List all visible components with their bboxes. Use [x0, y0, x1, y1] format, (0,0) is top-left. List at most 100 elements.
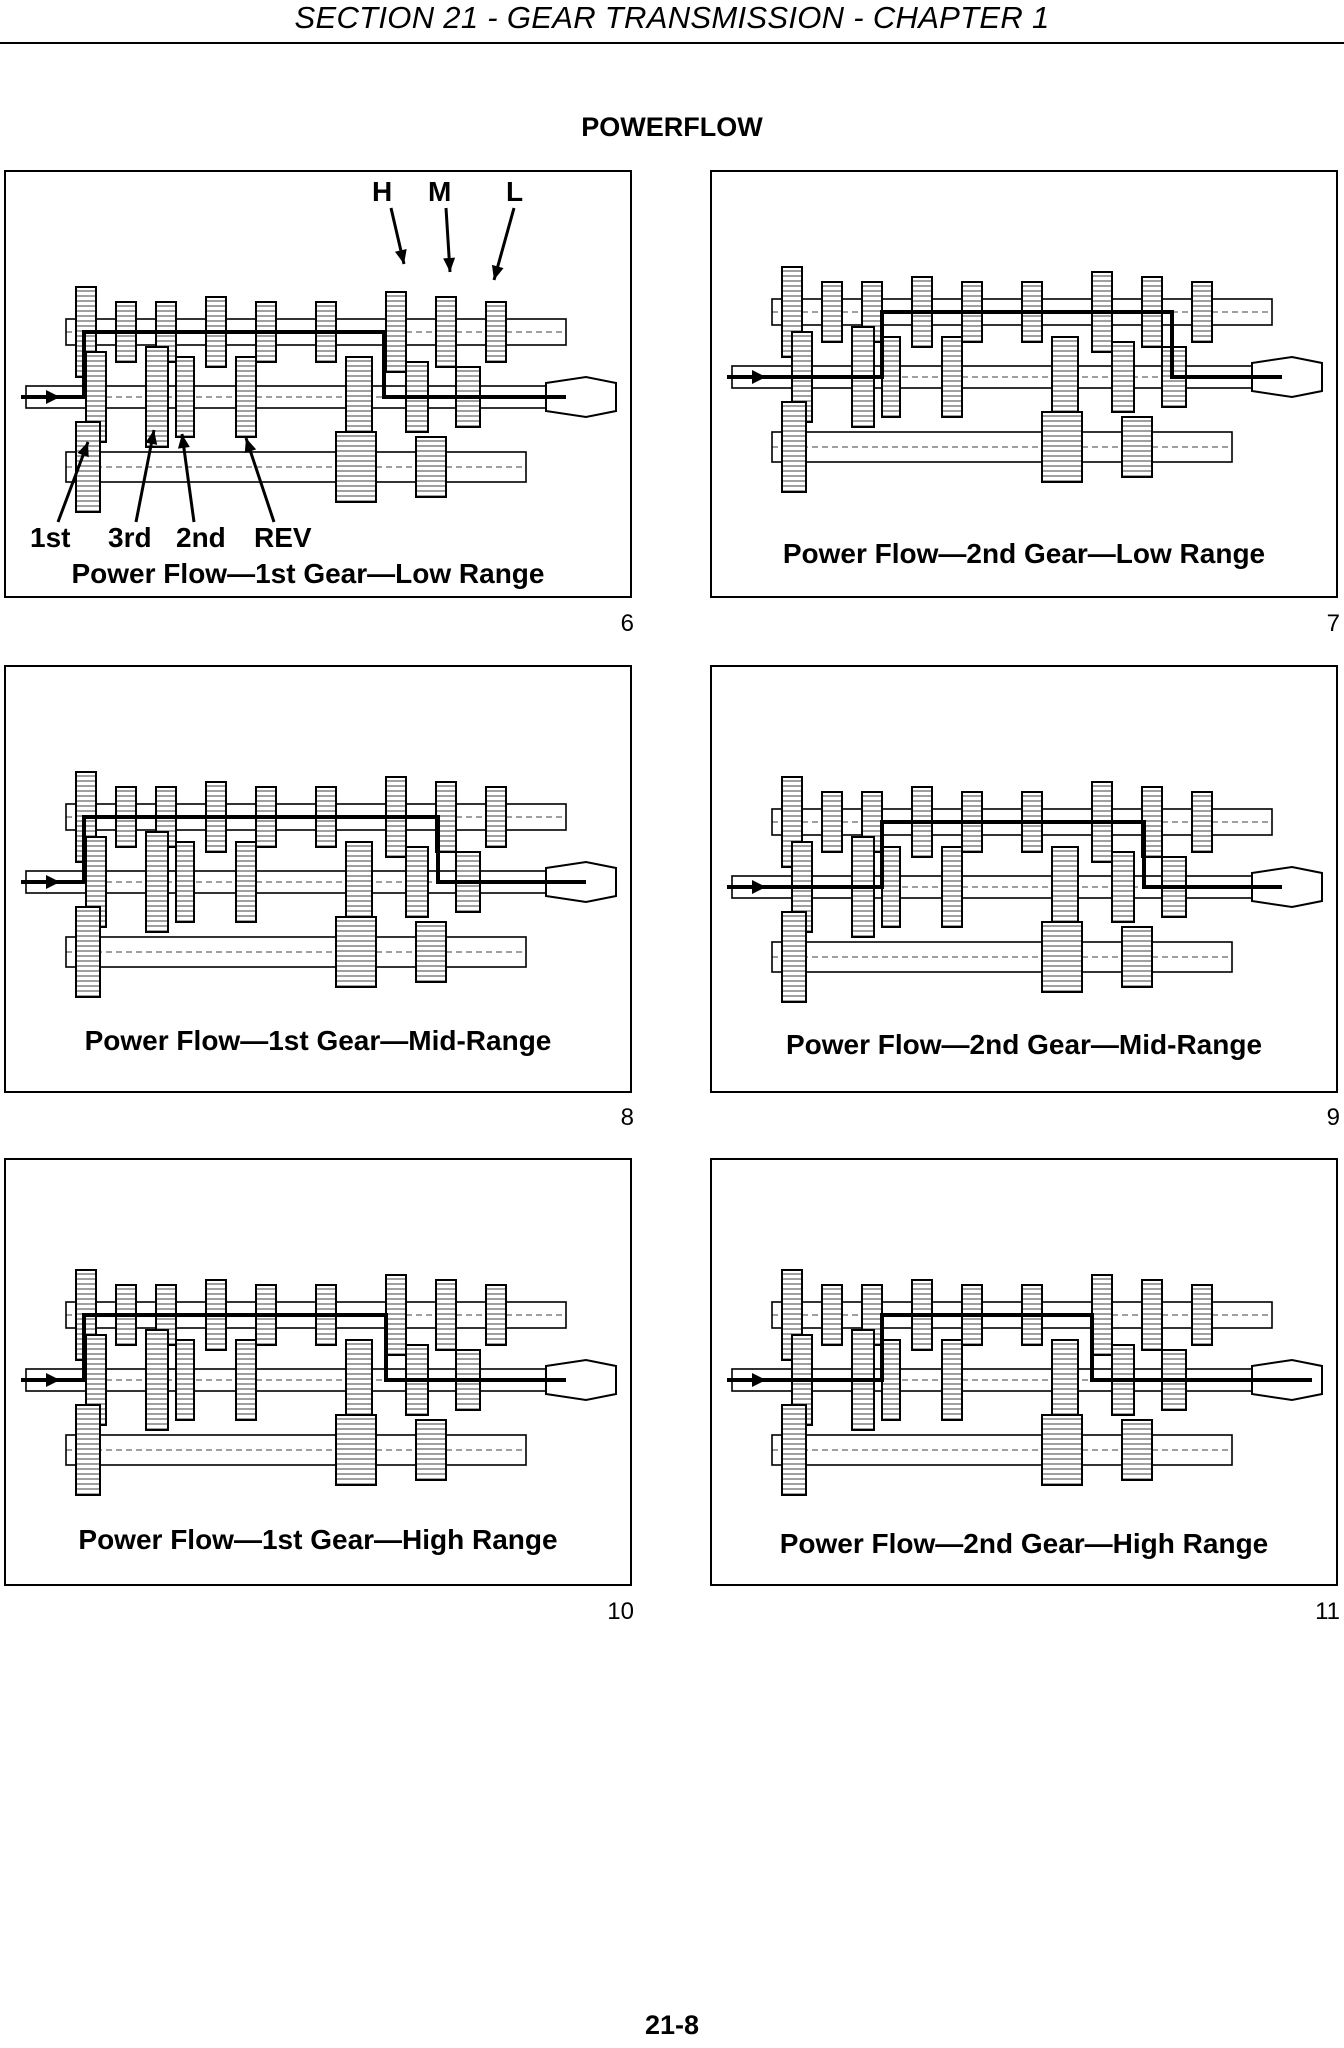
gear: [145, 1329, 169, 1431]
gear: [781, 1404, 807, 1496]
callout-2nd: 2nd: [176, 522, 226, 553]
gear: [75, 906, 101, 998]
gear: [1121, 416, 1153, 478]
gear: [335, 1414, 377, 1486]
callout-1st: 1st: [30, 522, 71, 553]
gear: [235, 1339, 257, 1421]
gear: [145, 831, 169, 933]
gear: [385, 1274, 407, 1356]
gear: [881, 846, 901, 928]
gear: [335, 431, 377, 503]
callout-3rd: 3rd: [108, 522, 152, 553]
gear: [1141, 1279, 1163, 1351]
figure-6-drawing: [21, 207, 617, 523]
figure-caption: Power Flow—2nd Gear—Low Range: [782, 538, 1266, 569]
figure-7: Power Flow—2nd Gear—Low Range: [710, 170, 1338, 598]
gear: [345, 356, 373, 438]
gear: [485, 301, 507, 363]
figure-number: 7: [1326, 610, 1340, 637]
figure-caption: Power Flow—1st Gear—Mid-Range: [84, 1025, 552, 1056]
flow-arrow: [46, 1373, 60, 1387]
gear: [1121, 1419, 1153, 1481]
flow-arrow: [46, 875, 60, 889]
figure-number: 11: [1315, 1598, 1340, 1625]
header-title: SECTION 21 - GEAR TRANSMISSION - CHAPTER…: [294, 0, 1050, 35]
gear: [235, 841, 257, 923]
figure-7-drawing: [727, 266, 1323, 493]
callout-rev: REV: [254, 522, 312, 553]
output-coupling: [545, 375, 617, 419]
gear: [345, 1339, 373, 1421]
figure-9: Power Flow—2nd Gear—Mid-Range: [710, 665, 1338, 1093]
gear: [881, 336, 901, 418]
figure-11: Power Flow—2nd Gear—High Range: [710, 1158, 1338, 1586]
callout-arrowhead: [77, 442, 89, 458]
gear: [1041, 411, 1083, 483]
figure-6: H M L 1st 3rd 2nd REV Power Flow—1st Gea…: [4, 170, 632, 598]
gear: [415, 436, 447, 498]
gear: [385, 291, 407, 373]
flow-arrow: [752, 370, 766, 384]
gear: [1121, 926, 1153, 988]
callout-arrowhead: [145, 430, 158, 445]
figure-number: 8: [620, 1104, 634, 1131]
section-title: POWERFLOW: [581, 112, 763, 142]
figure-9-drawing: [727, 776, 1323, 1003]
gear: [1191, 281, 1213, 343]
flow-arrow: [752, 880, 766, 894]
gear: [781, 401, 807, 493]
callout-arrowhead: [443, 257, 456, 272]
power-flow-path: [727, 310, 1282, 379]
power-flow-path: [21, 1313, 566, 1382]
gear: [345, 841, 373, 923]
figure-10: Power Flow—1st Gear—High Range: [4, 1158, 632, 1586]
power-flow-path: [21, 815, 586, 884]
gear: [941, 846, 963, 928]
power-flow-path: [727, 820, 1282, 889]
callout-h: H: [372, 176, 393, 207]
figure-number: 6: [620, 610, 634, 637]
gear: [1041, 1414, 1083, 1486]
figure-11-drawing: [727, 1269, 1323, 1496]
header-rule: [0, 42, 1344, 44]
callout-arrowhead: [177, 434, 190, 449]
output-coupling: [545, 1358, 617, 1402]
page-header: SECTION 21 - GEAR TRANSMISSION - CHAPTER…: [0, 0, 1344, 45]
gear: [175, 1339, 195, 1421]
figure-caption: Power Flow—1st Gear—Low Range: [71, 558, 545, 589]
gear: [485, 786, 507, 848]
gear: [1051, 336, 1079, 418]
figure-8: Power Flow—1st Gear—Mid-Range: [4, 665, 632, 1093]
callout-m: M: [428, 176, 452, 207]
callout-arrow-line: [56, 441, 90, 523]
figure-number: 10: [607, 1598, 634, 1625]
gear: [781, 911, 807, 1003]
gear: [1191, 1284, 1213, 1346]
gear: [1191, 791, 1213, 853]
power-flow-path: [21, 330, 566, 399]
gear: [435, 296, 457, 368]
callout-arrow-line: [180, 433, 196, 523]
flow-arrow: [752, 1373, 766, 1387]
callout-l: L: [506, 176, 524, 207]
gear: [485, 1284, 507, 1346]
gear: [405, 846, 429, 918]
power-flow-path: [727, 1313, 1312, 1382]
figure-number: 9: [1326, 1104, 1340, 1131]
gear: [881, 1339, 901, 1421]
gear: [1041, 921, 1083, 993]
flow-arrow: [46, 390, 60, 404]
gear: [415, 921, 447, 983]
gear: [415, 1419, 447, 1481]
figure-caption: Power Flow—2nd Gear—High Range: [779, 1528, 1269, 1559]
output-coupling: [1251, 865, 1323, 909]
callout-arrowhead: [491, 264, 504, 280]
gear: [75, 1404, 101, 1496]
gear: [1091, 1274, 1113, 1356]
gear: [1051, 1339, 1079, 1421]
figure-caption: Power Flow—1st Gear—High Range: [78, 1524, 558, 1555]
gear: [235, 356, 257, 438]
gear: [941, 1339, 963, 1421]
gear: [1051, 846, 1079, 928]
gear: [821, 281, 843, 343]
